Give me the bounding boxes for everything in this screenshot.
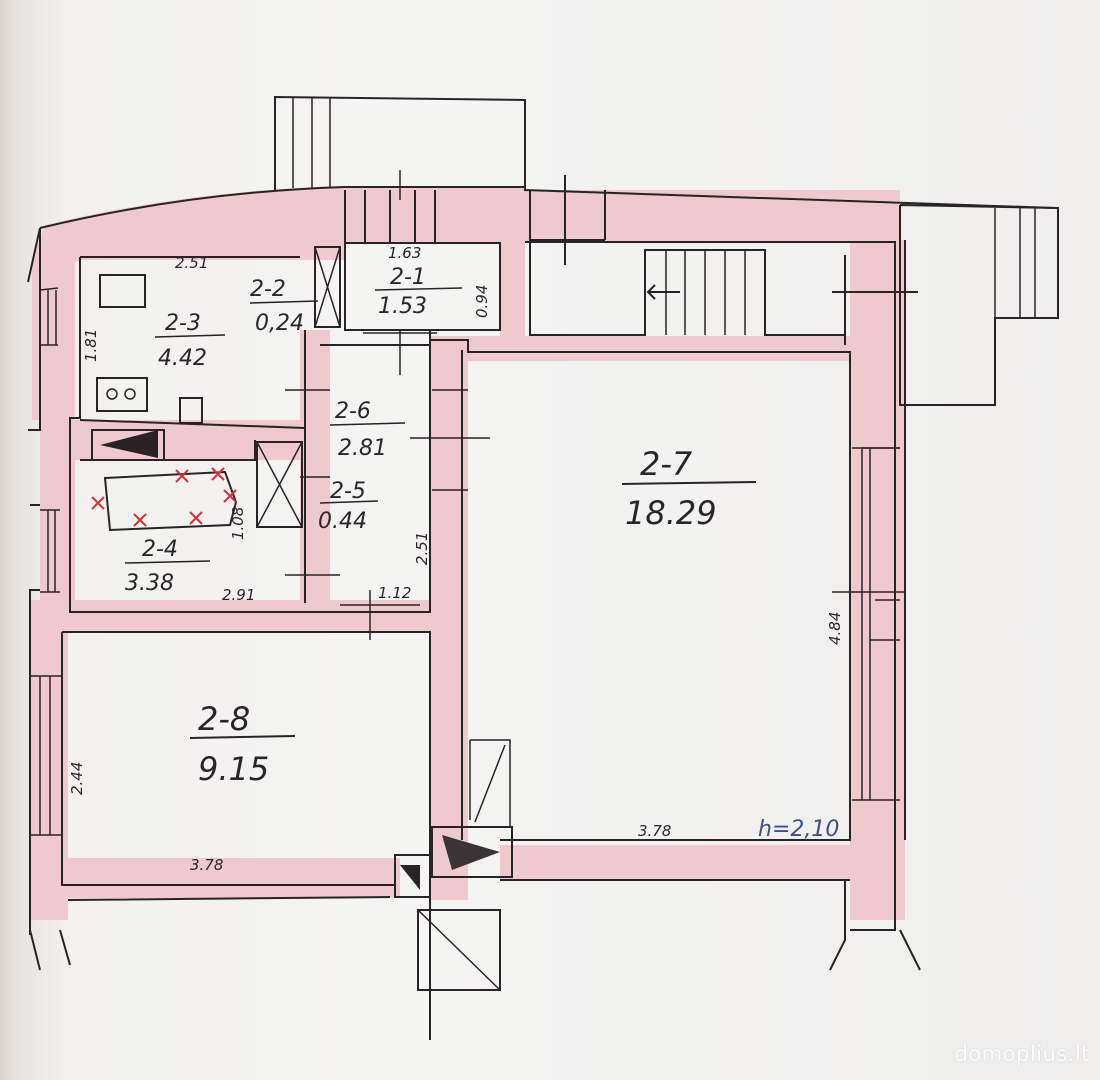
room-labels: 2-1 1.53 2-2 0,24 2-3 4.42 2-4 3.38 2-5 … bbox=[124, 265, 757, 788]
room-code-2-6: 2-6 bbox=[335, 399, 371, 424]
dim-2-7-width: 3.78 bbox=[638, 822, 671, 840]
dim-2-3-depth: 1.81 bbox=[82, 329, 100, 362]
room-code-2-1: 2-1 bbox=[390, 265, 426, 290]
room-area-2-8: 9.15 bbox=[198, 750, 269, 788]
meter-fixture bbox=[179, 397, 203, 424]
dim-2-1-depth: 0.94 bbox=[473, 285, 491, 318]
windows bbox=[30, 287, 900, 836]
room-area-2-3: 4.42 bbox=[158, 346, 207, 371]
entrance-stairs bbox=[274, 95, 1059, 406]
dim-2-1-width: 1.63 bbox=[388, 244, 421, 262]
boiler-fixture bbox=[100, 430, 158, 458]
dim-2-4-width: 2.91 bbox=[222, 586, 255, 604]
wall-lines bbox=[27, 186, 1056, 1040]
dim-2-4-depth: 1.08 bbox=[229, 507, 247, 540]
door-ticks bbox=[285, 330, 905, 640]
dim-2-3-width: 2.51 bbox=[175, 254, 208, 272]
dim-2-8-width: 3.78 bbox=[190, 856, 223, 874]
dim-2-7-depth: 4.84 bbox=[826, 612, 844, 645]
room-code-2-8: 2-8 bbox=[198, 700, 250, 738]
room-code-2-2: 2-2 bbox=[250, 277, 286, 302]
room-code-2-5: 2-5 bbox=[330, 479, 366, 504]
bathtub-fixture bbox=[103, 470, 238, 532]
stove-fixture bbox=[96, 377, 148, 412]
room-area-2-5: 0.44 bbox=[318, 509, 367, 534]
site-watermark: domoplius.lt bbox=[954, 1042, 1090, 1066]
sink-fixture bbox=[99, 274, 146, 308]
fixture-marks bbox=[91, 467, 237, 527]
room-code-2-4: 2-4 bbox=[142, 537, 178, 562]
ventilation-shafts bbox=[256, 246, 513, 991]
room-area-2-7: 18.29 bbox=[625, 494, 717, 532]
dim-passage-width: 1.12 bbox=[378, 584, 411, 602]
room-code-2-7: 2-7 bbox=[640, 445, 693, 483]
room-area-2-2: 0,24 bbox=[255, 311, 304, 336]
dimension-labels: 2.51 1.63 0.94 1.81 1.08 2.91 1.12 2.51 … bbox=[68, 244, 844, 874]
room-area-2-6: 2.81 bbox=[338, 436, 387, 461]
dim-2-8-depth: 2.44 bbox=[68, 762, 86, 795]
room-area-2-1: 1.53 bbox=[378, 294, 427, 319]
kitchen-fixtures bbox=[91, 274, 238, 532]
room-code-2-3: 2-3 bbox=[165, 311, 201, 336]
ceiling-height-note: h=2,10 bbox=[758, 817, 839, 842]
room-area-2-4: 3.38 bbox=[125, 571, 174, 596]
dim-2-6-depth: 2.51 bbox=[413, 532, 431, 565]
